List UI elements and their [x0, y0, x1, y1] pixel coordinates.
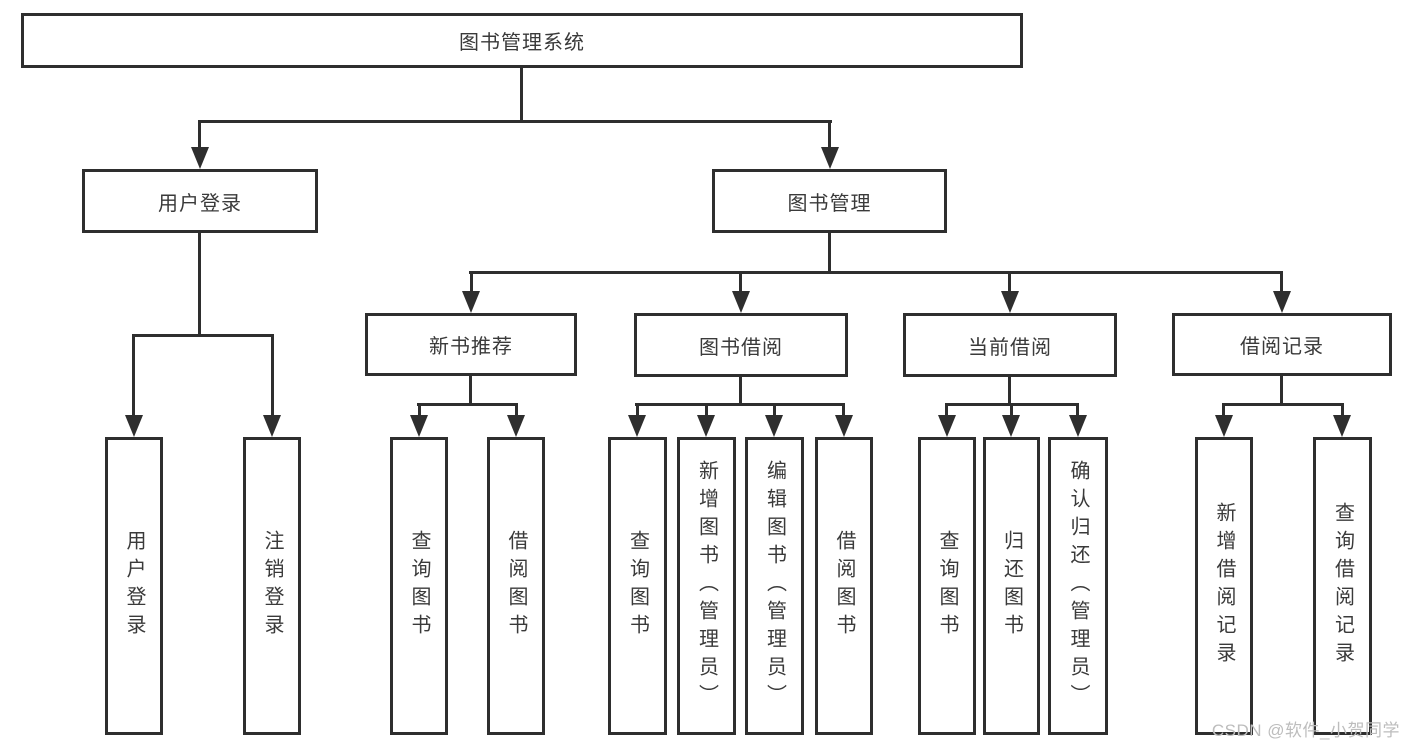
connector-arrow-shaft [1341, 403, 1344, 420]
connector-arrow-shaft [636, 403, 639, 420]
node-user-login: 用户登录 [82, 169, 318, 233]
leaf-bookborrow-edit-books-admin: 编辑图书（管理员） [745, 437, 804, 735]
connector-currentborrow-vertical [1008, 375, 1011, 406]
arrowhead-icon [1333, 415, 1351, 437]
node-label: 查询借阅记录 [1331, 502, 1354, 670]
connector-bookmgmt-horizontal [469, 271, 1283, 274]
node-label: 新书推荐 [429, 336, 513, 358]
arrowhead-icon [1273, 291, 1291, 313]
connector-arrow-shaft [1008, 271, 1011, 293]
leaf-bookborrow-query-books: 查询图书 [608, 437, 667, 735]
leaf-current-confirm-return-admin: 确认归还（管理员） [1048, 437, 1108, 735]
leaf-bookborrow-add-books-admin: 新增图书（管理员） [677, 437, 736, 735]
connector-records-vertical [1280, 375, 1283, 406]
node-label: 当前借阅 [968, 336, 1052, 359]
arrowhead-icon [835, 415, 853, 437]
connector-arrow-shaft [1222, 403, 1225, 420]
leaf-newbook-borrow-books: 借阅图书 [487, 437, 545, 735]
connector-userlogin-horizontal [132, 334, 274, 337]
node-library-management-system: 图书管理系统 [21, 13, 1023, 68]
connector-arrow-shaft [418, 403, 421, 420]
leaf-records-query-borrow-record: 查询借阅记录 [1313, 437, 1372, 735]
arrowhead-icon [462, 291, 480, 313]
node-label: 新增借阅记录 [1213, 502, 1235, 670]
connector-root-vertical [520, 66, 523, 123]
connector-newbook-vertical [469, 375, 472, 406]
arrowhead-icon [507, 415, 525, 437]
connector-bookborrow-vertical [739, 375, 742, 406]
connector-arrow-shaft [271, 334, 274, 420]
arrowhead-icon [732, 291, 750, 313]
arrowhead-icon [125, 415, 143, 437]
node-label: 图书管理 [787, 192, 872, 215]
connector-arrow-shaft [828, 120, 831, 152]
node-new-book-recommend: 新书推荐 [365, 313, 577, 376]
node-label: 借阅图书 [505, 530, 527, 642]
arrowhead-icon [1069, 415, 1087, 437]
connector-arrow-shaft [1010, 403, 1013, 420]
node-label: 图书管理系统 [459, 32, 585, 54]
connector-arrow-shaft [945, 403, 948, 420]
connector-arrow-shaft [470, 271, 473, 293]
connector-root-horizontal [198, 120, 832, 123]
arrowhead-icon [263, 415, 281, 437]
node-label: 编辑图书（管理员） [763, 460, 786, 712]
connector-arrow-shaft [773, 403, 776, 420]
node-label: 注销登录 [261, 530, 283, 642]
connector-arrow-shaft [842, 403, 845, 420]
connector-newbook-horizontal [417, 403, 518, 406]
connector-arrow-shaft [515, 403, 518, 420]
connector-arrow-shaft [198, 120, 201, 152]
node-label: 借阅图书 [833, 530, 855, 642]
connector-arrow-shaft [1280, 271, 1283, 293]
node-label: 借阅记录 [1240, 336, 1324, 358]
leaf-user-login: 用户登录 [105, 437, 163, 735]
arrowhead-icon [410, 415, 428, 437]
connector-userlogin-vertical [198, 232, 201, 337]
connector-arrow-shaft [132, 334, 135, 420]
leaf-current-return-books: 归还图书 [983, 437, 1040, 735]
node-label: 用户登录 [158, 192, 242, 215]
arrowhead-icon [1001, 291, 1019, 313]
connector-arrow-shaft [739, 271, 742, 293]
connector-bookborrow-horizontal [635, 403, 845, 406]
connector-arrow-shaft [705, 403, 708, 420]
arrowhead-icon [1002, 415, 1020, 437]
leaf-newbook-query-books: 查询图书 [390, 437, 448, 735]
arrowhead-icon [191, 147, 209, 169]
node-label: 查询图书 [936, 530, 958, 642]
node-borrow-records: 借阅记录 [1172, 313, 1392, 376]
connector-bookmgmt-vertical [828, 232, 831, 274]
arrowhead-icon [1215, 415, 1233, 437]
leaf-bookborrow-borrow-books: 借阅图书 [815, 437, 873, 735]
arrowhead-icon [821, 147, 839, 169]
arrowhead-icon [628, 415, 646, 437]
node-label: 归还图书 [1000, 530, 1023, 642]
arrowhead-icon [765, 415, 783, 437]
connector-arrow-shaft [1076, 403, 1079, 420]
node-label: 图书借阅 [699, 336, 783, 359]
node-label: 查询图书 [626, 530, 649, 642]
leaf-records-add-borrow-record: 新增借阅记录 [1195, 437, 1253, 735]
node-book-management: 图书管理 [712, 169, 947, 233]
arrowhead-icon [938, 415, 956, 437]
csdn-watermark: CSDN @软件_小贺同学 [1211, 721, 1400, 740]
node-label: 确认归还（管理员） [1067, 460, 1089, 712]
arrowhead-icon [697, 415, 715, 437]
leaf-current-query-books: 查询图书 [918, 437, 976, 735]
connector-records-horizontal [1222, 403, 1344, 406]
node-current-borrow: 当前借阅 [903, 313, 1117, 377]
leaf-logout: 注销登录 [243, 437, 301, 735]
node-label: 用户登录 [123, 530, 145, 642]
node-book-borrow: 图书借阅 [634, 313, 848, 377]
node-label: 新增图书（管理员） [695, 460, 718, 712]
node-label: 查询图书 [408, 530, 430, 642]
